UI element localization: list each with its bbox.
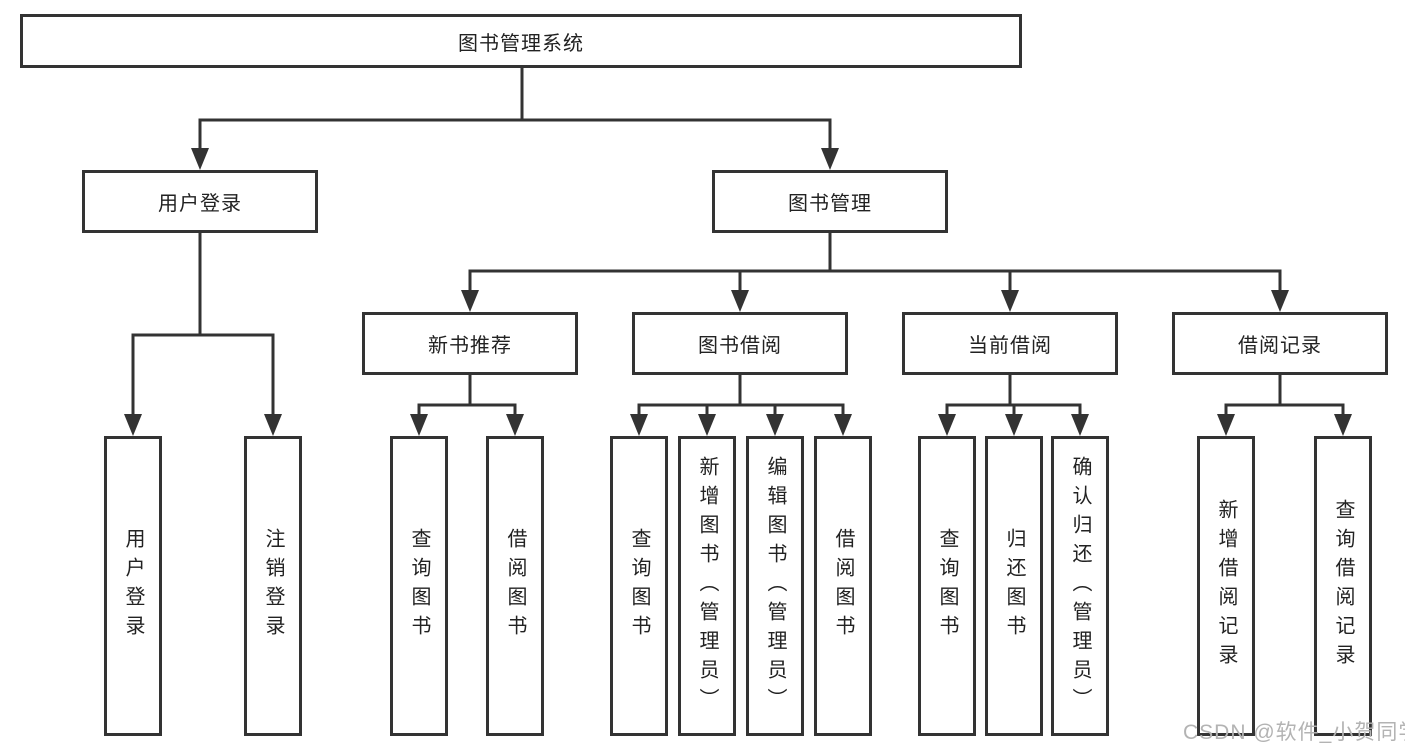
leaf-add-books-admin-label: 新增图书（管理员） <box>696 455 718 717</box>
node-borrowing-records: 借阅记录 <box>1172 312 1388 375</box>
leaf-logout-login: 注销登录 <box>244 436 302 736</box>
leaf-user-login-label: 用户登录 <box>122 528 144 644</box>
node-user-login: 用户登录 <box>82 170 318 233</box>
leaf-confirm-return-admin: 确认归还（管理员） <box>1051 436 1109 736</box>
leaf-add-borrow-record: 新增借阅记录 <box>1197 436 1255 736</box>
leaf-user-login: 用户登录 <box>104 436 162 736</box>
leaf-query-books-recommendation: 查询图书 <box>390 436 448 736</box>
leaf-return-books-label: 归还图书 <box>1003 528 1025 644</box>
leaf-borrow-books-recommendation-label: 借阅图书 <box>504 528 526 644</box>
leaf-edit-books-admin: 编辑图书（管理员） <box>746 436 804 736</box>
leaf-query-books-borrowing: 查询图书 <box>610 436 668 736</box>
arrowhead-icons <box>124 148 1352 436</box>
leaf-query-books-current-label: 查询图书 <box>936 528 958 644</box>
leaf-borrow-books-borrowing-label: 借阅图书 <box>832 528 854 644</box>
leaf-edit-books-admin-label: 编辑图书（管理员） <box>764 455 786 717</box>
node-library-management-system: 图书管理系统 <box>20 14 1022 68</box>
node-current-borrowing: 当前借阅 <box>902 312 1118 375</box>
leaf-confirm-return-admin-label: 确认归还（管理员） <box>1069 455 1091 717</box>
leaf-borrow-books-borrowing: 借阅图书 <box>814 436 872 736</box>
leaf-query-borrow-record-label: 查询借阅记录 <box>1332 499 1354 673</box>
leaf-return-books: 归还图书 <box>985 436 1043 736</box>
leaf-query-borrow-record: 查询借阅记录 <box>1314 436 1372 736</box>
node-book-borrowing: 图书借阅 <box>632 312 848 375</box>
watermark: CSDN @软件_小贺同学 <box>1183 721 1405 744</box>
node-book-management: 图书管理 <box>712 170 948 233</box>
leaf-query-books-current: 查询图书 <box>918 436 976 736</box>
leaf-query-books-borrowing-label: 查询图书 <box>628 528 650 644</box>
leaf-borrow-books-recommendation: 借阅图书 <box>486 436 544 736</box>
leaf-query-books-recommendation-label: 查询图书 <box>408 528 430 644</box>
leaf-logout-login-label: 注销登录 <box>262 528 284 644</box>
leaf-add-borrow-record-label: 新增借阅记录 <box>1215 499 1237 673</box>
node-new-book-recommendation: 新书推荐 <box>362 312 578 375</box>
leaf-add-books-admin: 新增图书（管理员） <box>678 436 736 736</box>
